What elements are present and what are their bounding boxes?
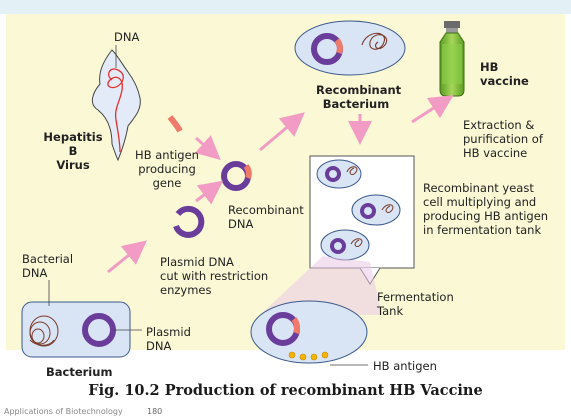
bacterium-cell bbox=[21, 280, 142, 358]
footer-section: Applications of Biotechnology bbox=[4, 407, 123, 416]
hb-antigen-label: HB antigen bbox=[373, 359, 437, 373]
fermentation-tank-label: Fermentation Tank bbox=[377, 290, 454, 318]
fermentation-tank bbox=[309, 155, 415, 285]
hb-gene-fragment bbox=[167, 115, 183, 133]
zoom-cone bbox=[260, 256, 382, 315]
figure-caption: Fig. 10.2 Production of recombinant HB V… bbox=[88, 382, 483, 399]
hb-vaccine-vial bbox=[439, 21, 465, 97]
yeast-cell-large bbox=[250, 300, 368, 366]
top-header-band bbox=[0, 0, 571, 14]
recombinant-bacterium-cell bbox=[294, 20, 406, 76]
recombinant-dna-label: Recombinant DNA bbox=[228, 203, 304, 231]
recombinant-dna-plasmid bbox=[221, 161, 252, 191]
hb-vaccine-label: HB vaccine bbox=[480, 60, 529, 88]
plasmid-cut-label: Plasmid DNA cut with restriction enzymes bbox=[160, 255, 269, 297]
extraction-label: Extraction & purification of HB vaccine bbox=[463, 118, 543, 160]
hepatitis-b-virus bbox=[91, 45, 141, 162]
hepatitis-b-virus-label: Hepatitis B Virus bbox=[43, 130, 103, 172]
recombinant-bacterium-label: Recombinant Bacterium bbox=[316, 83, 402, 111]
bacterium-label: Bacterium bbox=[46, 365, 113, 379]
plasmid-dna-label: Plasmid DNA bbox=[146, 325, 191, 353]
footer-page-number: 180 bbox=[147, 407, 163, 416]
dna-label: DNA bbox=[114, 30, 140, 44]
process-arrows bbox=[107, 95, 454, 274]
cut-plasmid bbox=[173, 205, 205, 238]
bacterial-dna-label: Bacterial DNA bbox=[22, 252, 74, 280]
hb-antigen-gene-label: HB antigen producing gene bbox=[135, 148, 199, 190]
recombinant-yeast-label: Recombinant yeast cell multiplying and p… bbox=[423, 181, 549, 237]
